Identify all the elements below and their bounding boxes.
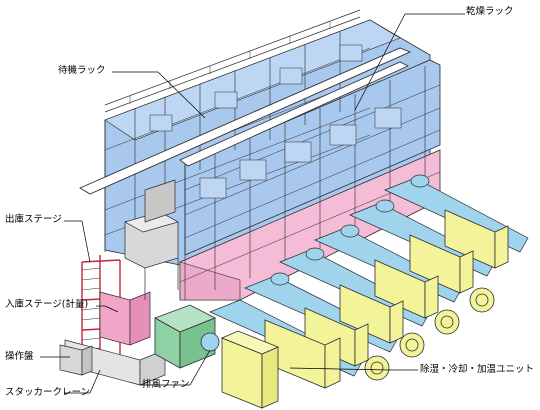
control-panel [59, 344, 93, 376]
dehumidifier-units [264, 209, 509, 389]
label-standby-rack: 待機ラック [58, 65, 106, 76]
overhead-rails [79, 9, 412, 195]
label-drying-rack: 乾燥ラック [466, 6, 514, 17]
rack-structure [104, 19, 441, 301]
label-inbound-stage: 入庫ステージ(計量) [5, 299, 89, 310]
label-dehumidifier-unit: 除湿・冷却・加温ユニット [420, 364, 535, 375]
electrical-cabinet [220, 330, 280, 409]
leader-lines [40, 13, 465, 394]
label-stacker-crane: スタッカークレーン [5, 387, 91, 398]
exhaust-fan-frame [154, 304, 220, 369]
label-outbound-stage: 出庫ステージ [5, 214, 62, 225]
outbound-stage [124, 179, 179, 300]
label-exhaust-fan: 排風ファン [142, 379, 190, 390]
label-control-panel: 操作盤 [5, 351, 34, 362]
stacker-crane [64, 255, 166, 386]
